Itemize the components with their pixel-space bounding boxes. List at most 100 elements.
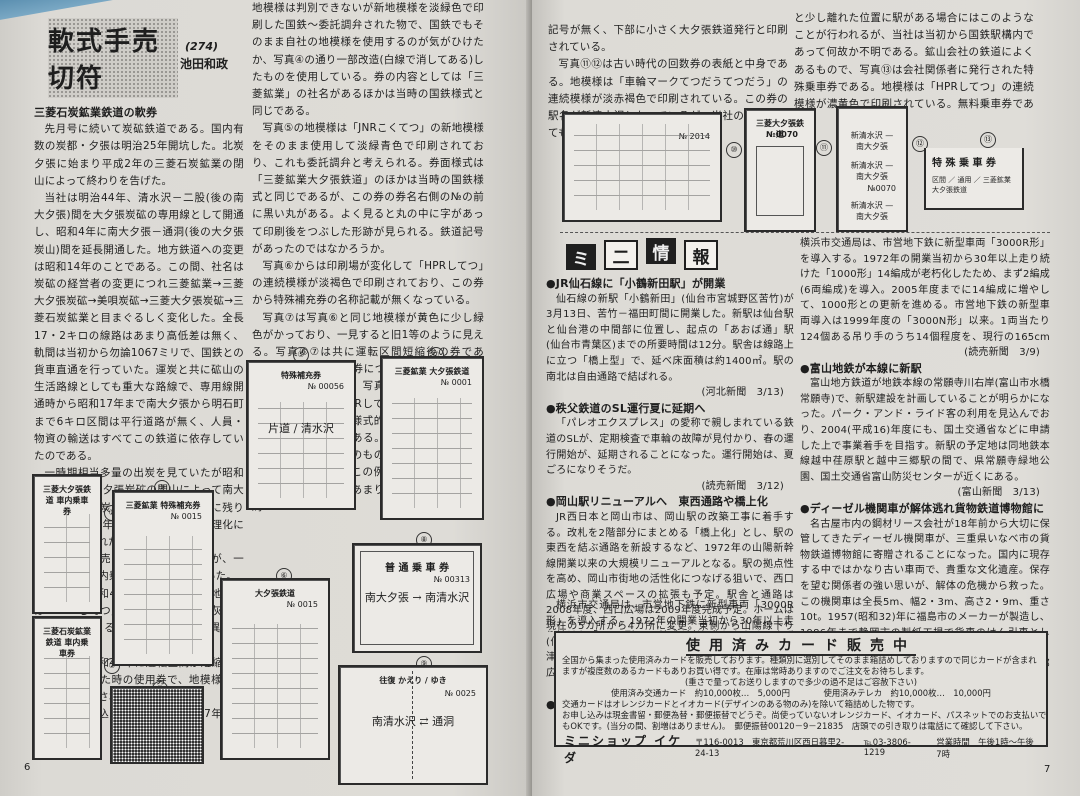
ticket-number: № 0015: [170, 512, 202, 521]
ticket-route: 南清水沢 ⇄ 通洞: [371, 715, 455, 728]
perforation-line: [412, 671, 413, 779]
shop-hours: 営業時間 午後1時～午後7時: [936, 737, 1034, 759]
card-sale-advert: 使用済みカード販売中 全国から集まった使用済みカードを販売しております。種類別に…: [554, 631, 1048, 765]
ticket-number: № 00313: [433, 575, 470, 584]
paragraph: と少し離れた位置に駅がある場合にはこのようなことが行われるが、当社は当初から国鉄…: [794, 12, 1034, 127]
paragraph: 写真⑤の地模様は「JNRこくてつ」の新地模様をそのまま使用して淡緑青色で印刷され…: [252, 122, 484, 255]
ticket-photo-10: № 2014: [562, 112, 722, 222]
ticket-border: [360, 551, 474, 645]
ticket-title: 三菱鉱業 大夕張鉄道: [394, 367, 470, 376]
ticket-grid: [124, 536, 202, 654]
ticket-photo-2: 三菱石炭鉱業鉄道 車内乗車券: [32, 616, 102, 760]
advert-line: お申し込みは現金書留・郵便為替・郵便振替でどうぞ。尚使っていないオレンジカード、…: [562, 710, 1047, 720]
ticket-photo-13: 特 殊 乗 車 券 区間 ／ 通用 ／ 三菱鉱業大夕張鉄道: [924, 148, 1024, 210]
ticket-number: № 00056: [307, 382, 344, 391]
advert-line: もOKです。(当分の間、割増はありません)。 郵便振替00120－9－21835…: [562, 721, 1028, 731]
paragraph: 地模様は判別できないが新地模様を淡緑色で印刷した国鉄～委託調弁された物で、国鉄で…: [252, 2, 484, 118]
page-number-left: 6: [24, 762, 31, 773]
ticket-text: 区間 ／ 通用 ／ 三菱鉱業大夕張鉄道: [932, 176, 1011, 194]
news-source: (読売新聞 3/12): [701, 480, 784, 492]
shop-name: ミニショップ イケダ: [564, 734, 683, 765]
advert-line: 交通カードはオレンジカードとイオカード(デザインのある物のみ)を除いて箱詰めした…: [562, 699, 920, 709]
ticket-title: 三菱鉱業 特殊補充券: [125, 501, 201, 510]
ticket-number: №0070: [766, 130, 798, 139]
ticket-grid: [44, 514, 90, 602]
news-body-continued: 横浜市交通局は、市営地下鉄に新型車両「3000R形」を導入する。1972年の開業…: [800, 238, 1050, 343]
ticket-photo-3: 三菱鉱業 特殊補充券 № 0015: [112, 490, 214, 666]
advert-line: 全国から集まった使用済みカードを販売しております。種類別に選別してそのまま箱詰め…: [562, 655, 1037, 665]
photo-label-12: ⑫: [912, 136, 928, 152]
ticket-title: 三菱大夕張鉄道 車内乗車券: [43, 485, 91, 516]
ticket-title: 特 殊 乗 車 券: [932, 158, 996, 169]
article-title-block: 軟式手売切符: [48, 18, 178, 98]
ticket-grid: [392, 398, 472, 508]
ticket-title: 普 通 乗 車 券: [385, 563, 449, 574]
ticket-photo-9: 往復 かえり / ゆき № 0025 南清水沢 ⇄ 通洞: [338, 665, 488, 785]
left-page: 軟式手売切符 (274) 池田和政 三菱石炭鉱業鉄道の軟券 先月号に続いて炭砿鉄…: [0, 0, 532, 796]
ticket-photo-7: 三菱鉱業 大夕張鉄道 № 0001: [380, 356, 484, 520]
mini-info-title: ミ 二 情 報: [566, 238, 718, 270]
ticket-route: 新清水沢 — 南大夕張: [850, 131, 894, 151]
advert-line: ますが複度数のあるカードもありお買い得です。在庫は常時ありますのでご注文をお待ち…: [562, 666, 929, 676]
news-headline: ●ディーゼル機関車が解体逃れ貨物鉄道博物館に: [800, 501, 1045, 515]
news-headline: ●岡山駅リニューアルへ 東西通路や橋上化: [546, 495, 769, 509]
ticket-number: № 0001: [440, 378, 472, 387]
ticket-grid: [232, 624, 318, 748]
news-headline: ●富山地鉄が本線に新駅: [800, 361, 922, 375]
news-body: 富山地方鉄道が地鉄本線の常願寺川右岸(富山市水橋常願寺)で、新駅建設を計画してい…: [800, 378, 1050, 483]
author-name: 池田和政: [180, 57, 229, 71]
ticket-number: №0070: [867, 184, 896, 193]
ticket-route: 新清水沢 — 南大夕張: [850, 161, 894, 181]
advert-prices: 使用済み交通カード 約10,000枚… 5,000円 使用済みテレカ 約10,0…: [611, 688, 991, 698]
photo-label-11: ⑪: [816, 140, 832, 156]
article-title: 軟式手売切符: [48, 27, 161, 94]
ticket-route: 南大夕張 → 南清水沢: [364, 591, 470, 604]
advert-heading-text: 使用済みカード販売中: [686, 638, 916, 656]
page-number-right: 7: [1044, 764, 1051, 775]
ticket-title: 三菱大夕張鉄道: [756, 119, 804, 139]
section-heading: 三菱石炭鉱業鉄道の軟券: [34, 106, 158, 119]
mini-info-overflow: 横浜市交通局は、市営地下鉄に新型車両「3000R形」を導入する。1972年の開業…: [546, 598, 794, 632]
ticket-title: 往復 かえり / ゆき: [379, 676, 447, 685]
photo-label-10: ⑩: [726, 142, 742, 158]
news-headline: ●秩父鉄道のSL運行夏に延期へ: [546, 401, 706, 415]
right-page: 記号が無く、下部に小さく大夕張鉄道発行と印刷されている。 写真⑪⑫は古い時代の回…: [532, 0, 1080, 796]
mini-info-char: 二: [604, 240, 638, 270]
ticket-number: № 0025: [444, 689, 476, 698]
ticket-route: 新清水沢 — 南大夕張: [850, 201, 894, 221]
ticket-photo-11: 三菱大夕張鉄道 №0070: [744, 108, 816, 232]
ticket-title: 大夕張鉄道: [255, 589, 295, 598]
paragraph: 先月号に続いて炭砿鉄道である。国内有数の炭都・夕張は明治25年開坑した。北炭夕張…: [34, 123, 244, 187]
article-column-4: と少し離れた位置に駅がある場合にはこのようなことが行われるが、当社は当初から国鉄…: [794, 10, 1034, 130]
ticket-title: 三菱石炭鉱業鉄道 車内乗車券: [43, 627, 91, 658]
paragraph: 写真⑥からは印刷場が変化して「HPRしてつ」の連続模様が淡褐色で印刷されており、…: [252, 260, 484, 307]
ticket-photo-6: 大夕張鉄道 № 0015: [220, 578, 330, 760]
advert-heading: 使用済みカード販売中: [556, 635, 1046, 656]
photo-label-13: ⑬: [980, 132, 996, 148]
news-body: 横浜市交通局は、市営地下鉄に新型車両「3000R形」を導入する。1972年の開業…: [546, 600, 794, 632]
mini-info-char: 情: [646, 238, 676, 264]
ticket-grid: [258, 402, 344, 498]
mini-info-char: 報: [684, 240, 718, 270]
ticket-photo-5: 特殊補充券 № 00056 片道 / 清水沢: [246, 360, 356, 510]
news-source: (読売新聞 3/9): [964, 347, 1040, 358]
ticket-photo-4: [110, 686, 204, 764]
news-source: (河北新聞 3/13): [701, 387, 784, 399]
paragraph: 当社は明治44年、清水沢－二股(後の南大夕張)間を大夕張炭砿の専用線として開通し…: [34, 192, 244, 463]
shop-address: 〒116-0013 東京都荒川区西日暮里2-24-13: [694, 737, 845, 758]
shop-info: ミニショップ イケダ 〒116-0013 東京都荒川区西日暮里2-24-13 ℡…: [556, 732, 1046, 766]
ticket-grid: [44, 656, 90, 748]
ticket-number: № 0015: [286, 600, 318, 609]
news-body: 「パレオエクスプレス」の愛称で親しまれている鉄道のSLが、定期検査で車輪の故障が…: [546, 418, 794, 477]
ticket-photo-8: 普 通 乗 車 券 № 00313 南大夕張 → 南清水沢: [352, 543, 482, 653]
mini-info-char: ミ: [566, 244, 596, 270]
paragraph: 記号が無く、下部に小さく大夕張鉄道発行と印刷されている。: [548, 24, 788, 54]
advert-line: (重さで量ってお送りしますので多少の過不足はご容赦下さい): [685, 677, 917, 687]
news-body: 仙石線の新駅「小鶴新田」(仙台市宮城野区苦竹)が3月13日、苦竹－福田町間に開業…: [546, 293, 794, 383]
news-headline: ●JR仙石線に「小鶴新田駅」が開業: [546, 277, 726, 290]
ticket-handwriting: 片道 / 清水沢: [268, 422, 334, 436]
ticket-border: [756, 146, 804, 216]
section-divider: [560, 232, 1050, 233]
shop-phone: ℡03-3806-1219: [863, 737, 911, 757]
series-number: (274): [185, 40, 219, 53]
